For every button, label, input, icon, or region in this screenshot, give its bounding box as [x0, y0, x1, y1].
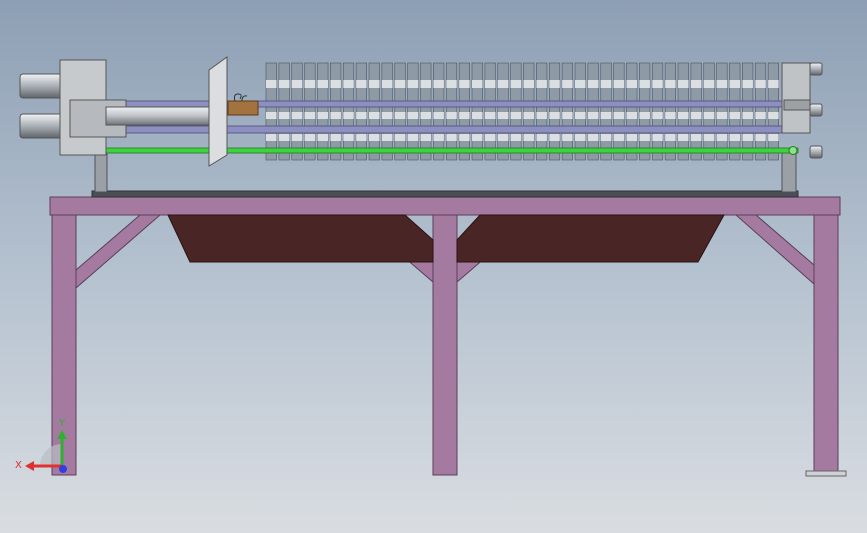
- filter-plate: [664, 62, 676, 161]
- filter-plate: [265, 62, 277, 161]
- filter-plate: [317, 62, 329, 161]
- handle-hook-icon: [233, 93, 248, 102]
- filter-plate: [767, 62, 779, 161]
- frame-leg-middle: [432, 214, 458, 476]
- filter-plate: [381, 62, 393, 161]
- frame-foot-right: [805, 470, 847, 477]
- hydraulic-cylinder[interactable]: [19, 59, 215, 156]
- filter-plate: [536, 62, 548, 161]
- filter-plate: [471, 62, 483, 161]
- filter-plate: [690, 62, 702, 161]
- filter-plate: [754, 62, 767, 161]
- filter-plate: [484, 62, 496, 161]
- lower-bar-end-right: [788, 146, 798, 155]
- filter-plate: [561, 62, 573, 161]
- left-support-post: [94, 151, 108, 193]
- frame-leg-right: [813, 214, 839, 474]
- filter-plate: [407, 62, 419, 161]
- filter-plate: [548, 62, 561, 161]
- filter-plate: [574, 62, 586, 161]
- filter-plate: [639, 62, 651, 161]
- plate-shift-handle[interactable]: [227, 100, 259, 116]
- frame-brace-right: [734, 214, 815, 286]
- filter-plate: [278, 62, 290, 161]
- filter-plate: [626, 62, 638, 161]
- filter-plate: [716, 62, 728, 161]
- filter-plate: [342, 62, 355, 161]
- triad-z-axis: [59, 465, 67, 473]
- filter-plate: [742, 62, 754, 161]
- filter-plate: [587, 62, 599, 161]
- filter-plate: [368, 62, 380, 161]
- filter-plate: [651, 62, 664, 161]
- filter-plate: [510, 62, 522, 161]
- filter-plate: [433, 62, 445, 161]
- filter-plate: [394, 62, 406, 161]
- filter-plate: [355, 62, 367, 161]
- filter-plate: [600, 62, 612, 161]
- filter-plate: [613, 62, 625, 161]
- tail-plate: [781, 62, 811, 134]
- right-support-post: [781, 151, 797, 193]
- piston-rod: [105, 106, 215, 126]
- bed-plate: [91, 190, 799, 198]
- filter-plate: [729, 62, 741, 161]
- filter-plate: [291, 62, 303, 161]
- filter-plate: [420, 62, 432, 161]
- tie-bar-middle: [103, 125, 795, 134]
- drip-tray: [167, 214, 725, 263]
- filter-plate: [703, 62, 715, 161]
- tie-bar-lower-highlighted[interactable]: [93, 147, 799, 154]
- filter-plate: [677, 62, 689, 161]
- triad-x-arrow: [25, 461, 34, 471]
- support-frame: [49, 196, 847, 477]
- filter-plate-stack: [265, 62, 779, 161]
- pressing-plate[interactable]: [208, 56, 228, 167]
- frame-leg-left: [51, 214, 77, 476]
- coordinate-triad: Y X: [15, 418, 67, 473]
- filter-plate: [523, 62, 535, 161]
- filter-plate: [304, 62, 316, 161]
- filter-plate: [330, 62, 342, 161]
- filter-plate: [497, 62, 509, 161]
- triad-x-label: X: [15, 460, 22, 471]
- tie-bar-upper: [103, 100, 795, 108]
- outlet-pipes[interactable]: [809, 62, 823, 159]
- cylinder-pipe-upper: [19, 73, 63, 99]
- cylinder-pipe-lower: [19, 113, 63, 139]
- triad-y-arrow: [57, 430, 67, 439]
- frame-top-beam: [49, 196, 841, 216]
- filter-plate: [458, 62, 470, 161]
- filter-plate: [445, 62, 458, 161]
- frame-brace-left: [75, 214, 162, 290]
- triad-arc: [40, 444, 62, 466]
- triad-y-label: Y: [58, 418, 66, 429]
